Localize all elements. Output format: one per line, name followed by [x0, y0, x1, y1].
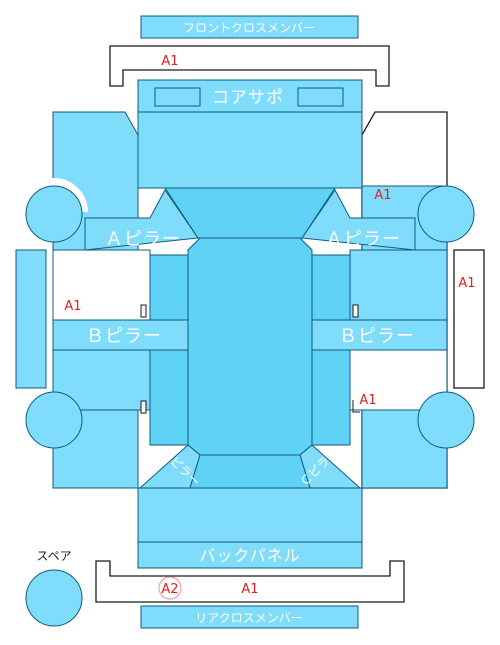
core-support-right-slot	[297, 87, 344, 107]
left-b-pillar[interactable]	[52, 319, 191, 351]
rear-circled-mark-ring	[158, 576, 182, 600]
right-a-pillar[interactable]	[301, 189, 416, 251]
left-front-door-hinge	[140, 304, 147, 318]
left-front-door-opening	[52, 249, 151, 321]
rear-cross-member-bar[interactable]	[140, 605, 359, 629]
core-support-left-slot	[154, 87, 201, 107]
front-cross-member-outline[interactable]	[109, 45, 390, 87]
right-rocker-outline[interactable]	[453, 249, 485, 389]
right-a-pillar-label: Ａピラー	[325, 229, 401, 250]
rear-cross-member-mark-bg	[240, 578, 260, 598]
windshield[interactable]	[164, 187, 336, 239]
rear-cross-member-label: リアクロスメンバー	[195, 611, 302, 625]
front-cross-member-mark: A1	[161, 54, 178, 69]
right-rear-mark: A1	[359, 393, 376, 408]
left-rear-wheel[interactable]	[25, 391, 83, 449]
right-fender-mark: A1	[374, 188, 391, 203]
front-cross-member-mark-bg	[161, 51, 179, 69]
rear-cross-member-mark: A1	[241, 582, 258, 597]
roof[interactable]	[187, 237, 313, 456]
right-b-pillar-label: Ｂピラー	[339, 326, 415, 347]
left-front-wheel[interactable]	[25, 185, 83, 243]
spare-label: スペア	[36, 549, 71, 563]
right-front-wheel[interactable]	[417, 185, 475, 243]
left-b-pillar-label: Ｂピラー	[86, 326, 162, 347]
right-front-door-hinge	[352, 304, 359, 318]
right-b-pillar[interactable]	[309, 319, 448, 351]
left-rocker-panel[interactable]	[15, 249, 47, 389]
right-roof-rail-front[interactable]	[311, 254, 351, 321]
hood-area[interactable]	[137, 111, 363, 189]
rear-window[interactable]	[189, 454, 311, 489]
front-cross-member-bar[interactable]	[140, 15, 359, 39]
right-rear-wheel[interactable]	[417, 391, 475, 449]
spare-tire[interactable]	[25, 569, 83, 627]
rear-circled-mark: A2	[161, 582, 178, 597]
trunk-lid[interactable]	[137, 487, 363, 543]
right-front-door[interactable]	[349, 249, 448, 321]
right-roof-rail-rear[interactable]	[311, 349, 351, 446]
back-panel-label: バックパネル	[199, 546, 300, 565]
front-cross-member-label: フロントクロスメンバー	[183, 21, 315, 35]
left-roof-rail-rear[interactable]	[149, 349, 189, 446]
right-side-mark: A1	[458, 276, 475, 291]
left-rear-door-hinge	[140, 400, 147, 414]
left-rocker-mark: A1	[64, 299, 81, 314]
back-panel[interactable]	[137, 541, 363, 569]
core-support-label: コアサポ	[212, 88, 284, 108]
right-rear-door-hinge	[352, 400, 360, 413]
left-a-pillar-label: Ａピラー	[105, 229, 181, 250]
left-roof-rail-front[interactable]	[149, 254, 189, 321]
left-a-pillar[interactable]	[84, 189, 199, 251]
